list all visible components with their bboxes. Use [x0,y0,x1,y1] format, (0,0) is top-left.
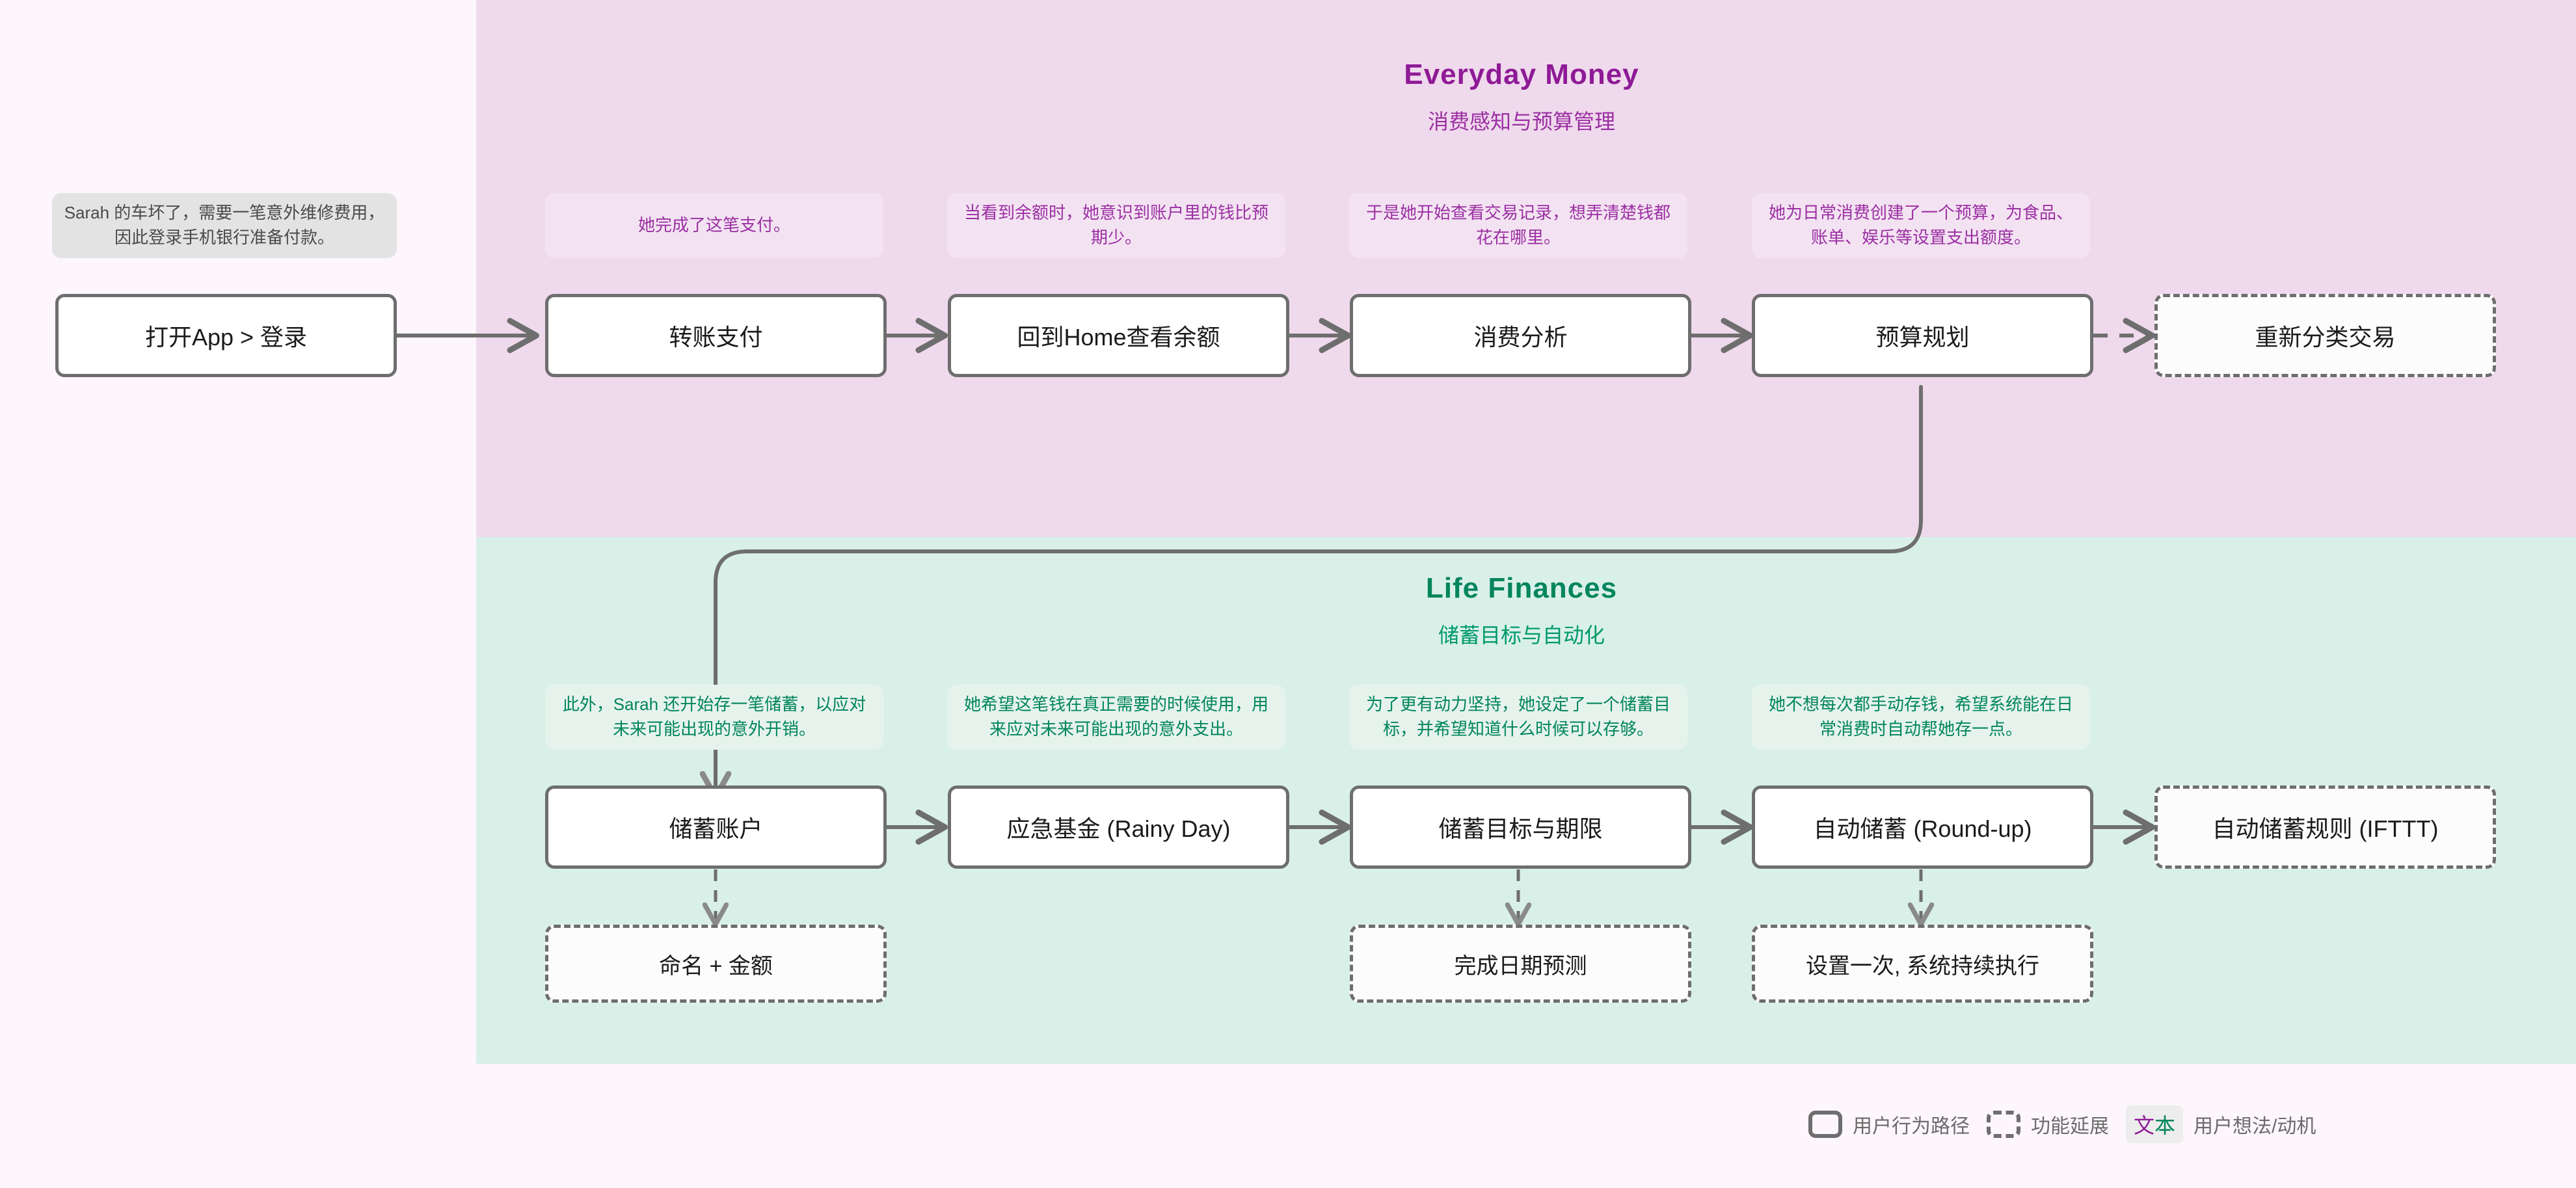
note-bubble: 于是她开始查看交易记录，想弄清楚钱都花在哪里。 [1349,193,1687,258]
chip-char-left: 文 [2134,1114,2155,1137]
note-bubble: 此外，Sarah 还开始存一笔储蓄，以应对未来可能出现的意外开销。 [545,685,883,750]
note-bubble: 当看到余额时，她意识到账户里的钱比预期少。 [947,193,1285,258]
section-title: Life Finances [1425,572,1618,604]
step-box-round-up[interactable]: 自动储蓄 (Round-up) [1752,785,2093,869]
legend: 用户行为路径 功能延展 文 本 用户想法/动机 [1808,1105,2316,1143]
note-bubble: 她为日常消费创建了一个预算，为食品、账单、娱乐等设置支出额度。 [1752,193,2090,258]
legend-label: 功能延展 [2031,1116,2109,1137]
legend-label: 用户想法/动机 [2194,1116,2316,1137]
step-box-savings-account[interactable]: 储蓄账户 [545,785,887,869]
step-box-spending-analysis[interactable]: 消费分析 [1350,294,1691,377]
left-background-panel [0,0,476,1064]
legend-item-user-thoughts[interactable]: 文 本 用户想法/动机 [2126,1105,2316,1143]
substep-box-completion-forecast[interactable]: 完成日期预测 [1350,925,1691,1003]
substep-box-set-once-run-forever[interactable]: 设置一次, 系统持续执行 [1752,925,2093,1003]
legend-item-feature-extension[interactable]: 功能延展 [1987,1110,2109,1139]
dashed-rect-icon [1987,1111,2020,1138]
everyday-money-band [476,0,2576,537]
substep-box-name-amount[interactable]: 命名 + 金额 [545,925,887,1003]
section-title: Everyday Money [1404,59,1639,90]
section-header-everyday-money: Everyday Money 消费感知与预算管理 [1229,59,1814,135]
note-bubble: Sarah 的车坏了，需要一笔意外维修费用，因此登录手机银行准备付款。 [52,193,397,258]
step-box-login[interactable]: 打开App > 登录 [55,294,397,377]
section-subtitle: 储蓄目标与自动化 [1438,624,1605,647]
section-subtitle: 消费感知与预算管理 [1427,110,1615,133]
solid-rect-icon [1808,1111,1842,1138]
step-box-budget-planning[interactable]: 预算规划 [1752,294,2093,377]
step-box-rainy-day-fund[interactable]: 应急基金 (Rainy Day) [948,785,1289,869]
step-box-recategorize[interactable]: 重新分类交易 [2154,294,2496,377]
note-bubble: 她希望这笔钱在真正需要的时候使用，用来应对未来可能出现的意外支出。 [947,685,1285,750]
chip-char-right: 本 [2154,1114,2176,1137]
legend-label: 用户行为路径 [1853,1116,1970,1137]
step-box-check-balance[interactable]: 回到Home查看余额 [948,294,1289,377]
text-chip-icon: 文 本 [2126,1105,2184,1143]
step-box-savings-goal[interactable]: 储蓄目标与期限 [1350,785,1691,869]
step-box-ifttt-rules[interactable]: 自动储蓄规则 (IFTTT) [2154,785,2496,869]
note-bubble: 她完成了这笔支付。 [545,193,883,258]
note-bubble: 为了更有动力坚持，她设定了一个储蓄目标，并希望知道什么时候可以存够。 [1349,685,1687,750]
step-box-transfer-payment[interactable]: 转账支付 [545,294,887,377]
section-header-life-finances: Life Finances 储蓄目标与自动化 [1229,572,1814,649]
note-bubble: 她不想每次都手动存钱，希望系统能在日常消费时自动帮她存一点。 [1752,685,2090,750]
legend-item-user-path[interactable]: 用户行为路径 [1808,1110,1970,1139]
